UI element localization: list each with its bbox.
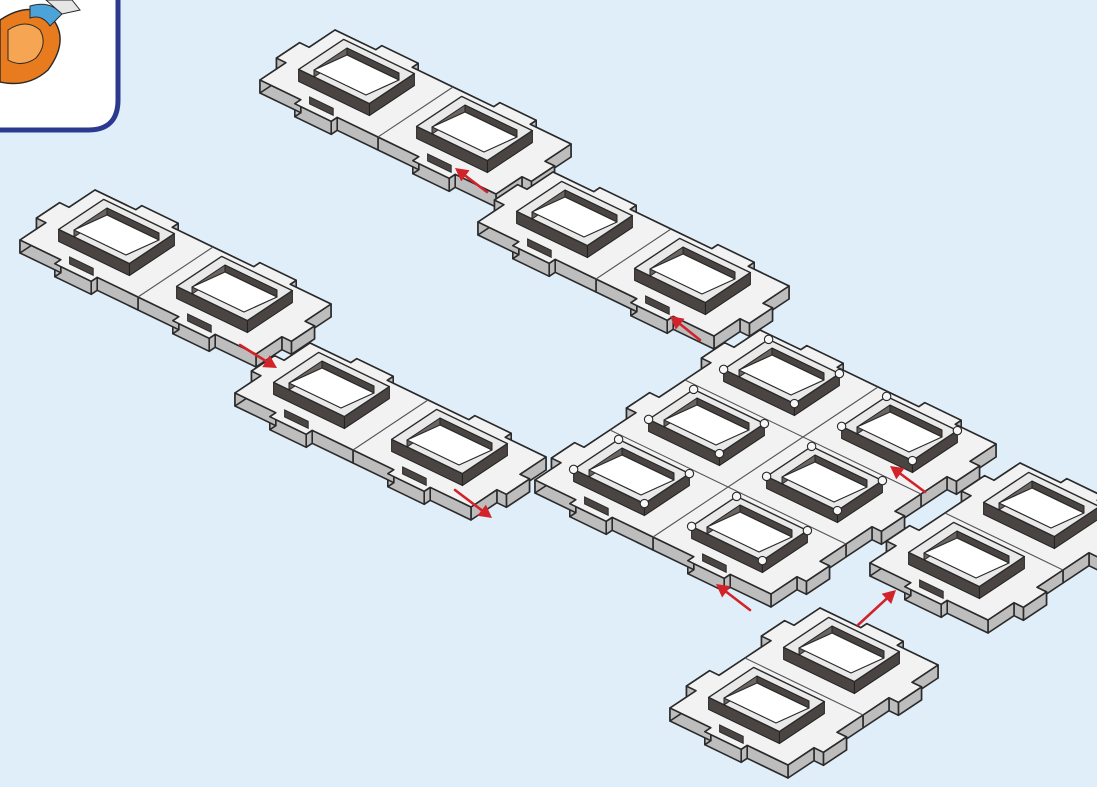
peg-stud [882,392,890,400]
inset-thumbnail [0,0,118,130]
peg-stud [764,335,772,343]
peg-stud [732,492,740,500]
peg-stud [908,456,916,464]
peg-stud [953,426,961,434]
peg-stud [790,399,798,407]
peg-stud [835,369,843,377]
peg-stud [569,465,577,473]
peg-stud [807,442,815,450]
peg-stud [878,476,886,484]
peg-stud [837,422,845,430]
peg-stud [689,385,697,393]
peg-stud [762,472,770,480]
peg-stud [719,365,727,373]
peg-stud [760,419,768,427]
peg-stud [758,556,766,564]
peg-stud [685,469,693,477]
peg-stud [687,522,695,530]
peg-stud [640,499,648,507]
peg-stud [715,449,723,457]
peg-stud [614,435,622,443]
peg-stud [644,415,652,423]
peg-stud [833,506,841,514]
peg-stud [803,526,811,534]
